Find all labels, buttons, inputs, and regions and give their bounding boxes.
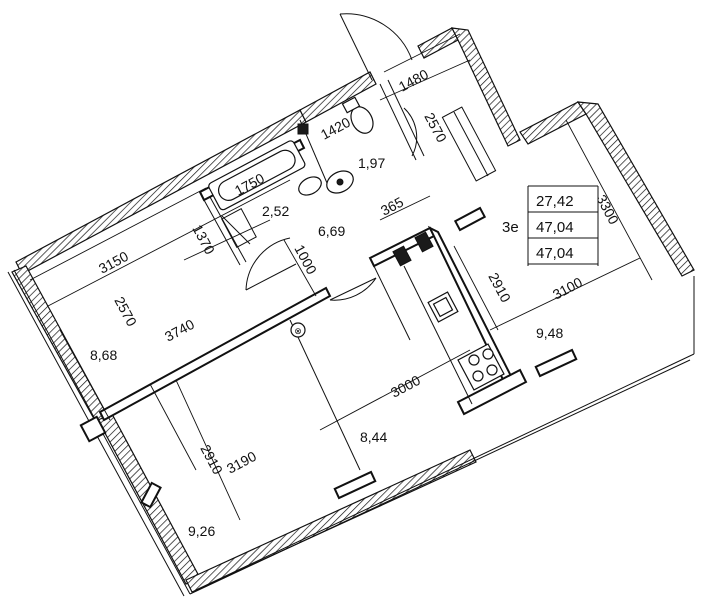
living-room-area: 8,44 [360, 429, 387, 445]
dim-3190: 3190 [224, 448, 259, 477]
wc-toilet-icon [341, 96, 374, 134]
interior-walls [98, 79, 528, 471]
fixtures: ⊗ [208, 96, 505, 405]
kitchen-area: 9,48 [536, 325, 563, 341]
exterior-walls [11, 27, 695, 593]
dim-365: 365 [378, 193, 406, 218]
dim-1000: 1000 [291, 242, 320, 277]
doors [245, 13, 418, 301]
window-marks [79, 206, 578, 509]
living-area-value: 27,42 [536, 193, 574, 210]
area-summary-table: 3e 27,42 47,04 47,04 [498, 185, 599, 266]
stove-icon [457, 343, 505, 391]
bathroom-area: 2,52 [262, 203, 289, 219]
toilet-icon [298, 176, 322, 196]
dim-2570-left: 2570 [111, 294, 140, 329]
bathtub-icon [208, 140, 306, 211]
area-labels: 2,52 1,97 6,69 8,68 9,48 8,44 9,26 [90, 155, 563, 539]
total-area-value: 47,04 [536, 219, 574, 236]
dimension-lines [29, 33, 653, 521]
bedroom-area: 8,68 [90, 347, 117, 363]
total-area-value-2: 47,04 [536, 245, 574, 262]
dim-1370: 1370 [189, 222, 218, 257]
dim-3740: 3740 [162, 316, 197, 345]
dim-3100: 3100 [550, 274, 585, 303]
dim-1480: 1480 [396, 66, 431, 95]
dim-2910-kitchen: 2910 [485, 270, 514, 305]
hall-area: 6,69 [318, 223, 345, 239]
dim-1420: 1420 [318, 114, 353, 143]
room-count: 3e [502, 219, 519, 236]
washbasin-icon [326, 170, 354, 194]
svg-text:⊗: ⊗ [294, 326, 302, 336]
wc-area: 1,97 [358, 155, 385, 171]
kitchen-sink-icon [427, 291, 459, 323]
dim-2910-living: 2910 [197, 442, 226, 477]
balcony-area: 9,26 [188, 523, 215, 539]
electrical-panel-icon: ⊗ [290, 322, 306, 338]
dim-3000: 3000 [388, 372, 423, 401]
